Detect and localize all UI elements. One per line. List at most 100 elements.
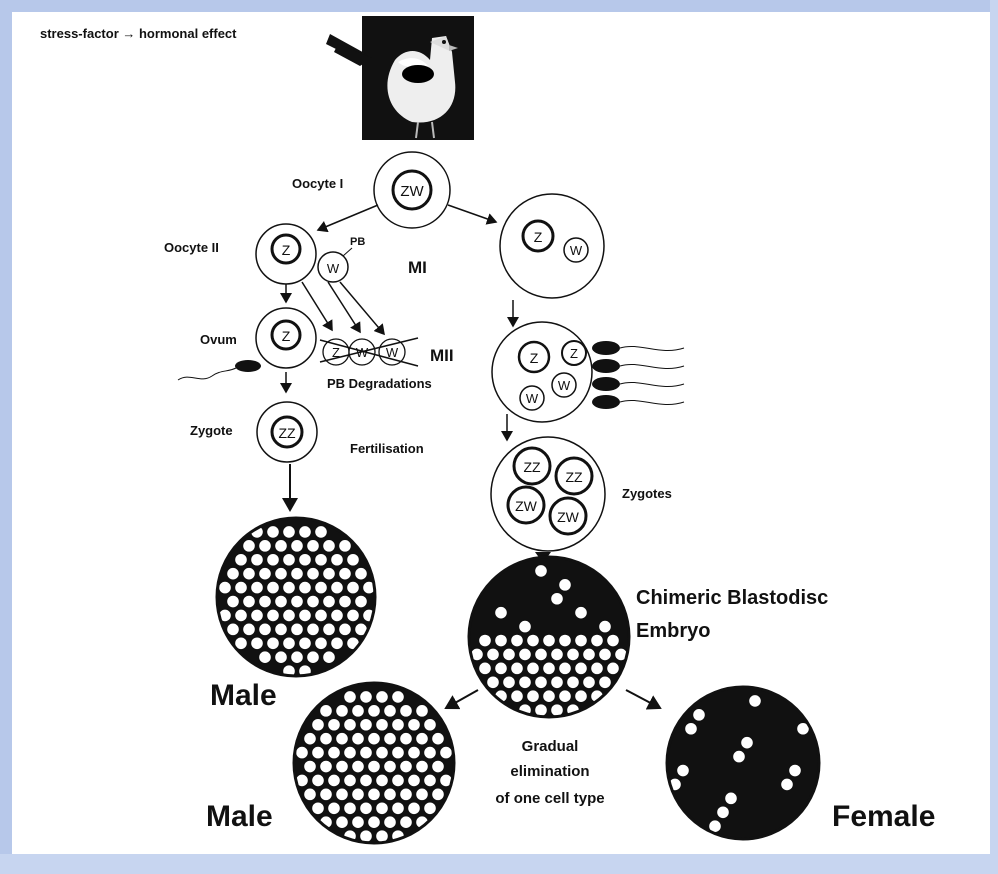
cell-white bbox=[275, 651, 288, 664]
cell-white bbox=[392, 774, 405, 787]
cell-white bbox=[323, 651, 336, 664]
cell-white bbox=[347, 553, 360, 566]
nucleus-zw: ZW bbox=[400, 183, 424, 200]
cell-white bbox=[392, 746, 405, 759]
chimeric-label-line1: Chimeric Blastodisc bbox=[636, 587, 828, 609]
arrow bbox=[318, 205, 378, 230]
cell-white bbox=[251, 581, 264, 594]
gradual-label-line1: Gradual bbox=[522, 738, 579, 755]
pb-degradations-label: PB Degradations bbox=[327, 376, 432, 391]
cell-white bbox=[352, 788, 365, 801]
cell-white bbox=[339, 595, 352, 608]
cell-white bbox=[487, 676, 500, 689]
cell-white bbox=[424, 774, 437, 787]
cell-white bbox=[384, 704, 397, 717]
cell-white bbox=[336, 704, 349, 717]
cell-white bbox=[408, 718, 421, 731]
cell-white bbox=[251, 637, 264, 650]
cell-white bbox=[243, 539, 256, 552]
cell-white bbox=[331, 581, 344, 594]
cell-white bbox=[328, 718, 341, 731]
cell-white bbox=[725, 792, 738, 805]
cell-white bbox=[323, 595, 336, 608]
cell-white bbox=[283, 637, 296, 650]
svg-text:Z: Z bbox=[570, 346, 578, 361]
cell-white bbox=[347, 609, 360, 622]
svg-text:W: W bbox=[570, 243, 583, 258]
cell-white bbox=[355, 595, 368, 608]
hen-image bbox=[362, 16, 474, 140]
cell-white bbox=[352, 816, 365, 829]
cell-white bbox=[495, 662, 508, 675]
cell-white bbox=[408, 774, 421, 787]
polar-body: W bbox=[318, 252, 348, 282]
nucleus-zz: ZZ bbox=[278, 425, 296, 441]
cell-white bbox=[267, 581, 280, 594]
cell-white bbox=[567, 676, 580, 689]
cell-white bbox=[376, 691, 389, 704]
cell-white bbox=[789, 764, 802, 777]
cell-white bbox=[344, 802, 357, 815]
oocyte-2-label: Oocyte II bbox=[164, 240, 219, 255]
cell-white bbox=[235, 609, 248, 622]
female-blastodisc bbox=[667, 687, 819, 839]
cell-white bbox=[677, 764, 690, 777]
cell-white bbox=[368, 788, 381, 801]
cell-white bbox=[440, 746, 453, 759]
svg-text:W: W bbox=[558, 378, 571, 393]
degraded-polar-bodies: Z W W bbox=[320, 338, 418, 366]
cell-white bbox=[733, 750, 746, 763]
cell-white bbox=[368, 760, 381, 773]
zygotes-label: Zygotes bbox=[622, 486, 672, 501]
cell-white bbox=[251, 609, 264, 622]
cell-white bbox=[559, 662, 572, 675]
cell-white bbox=[607, 662, 620, 675]
female-label: Female bbox=[832, 800, 935, 833]
cell-white bbox=[781, 778, 794, 791]
cell-white bbox=[352, 732, 365, 745]
cell-white bbox=[336, 760, 349, 773]
cell-white bbox=[575, 634, 588, 647]
cell-white bbox=[328, 802, 341, 815]
cell-white bbox=[368, 816, 381, 829]
cell-white bbox=[495, 606, 508, 619]
cell-white bbox=[432, 760, 445, 773]
cell-white bbox=[283, 526, 296, 539]
cell-white bbox=[259, 539, 272, 552]
cell-white bbox=[551, 592, 564, 605]
cell-white bbox=[685, 722, 698, 735]
svg-text:ZZ: ZZ bbox=[523, 459, 541, 475]
cell-white bbox=[339, 567, 352, 580]
oocyte-1-label: Oocyte I bbox=[292, 176, 343, 191]
cell-white bbox=[543, 690, 556, 703]
cell-white bbox=[320, 732, 333, 745]
cell-white bbox=[331, 553, 344, 566]
svg-text:Z: Z bbox=[534, 229, 543, 245]
cell-white bbox=[749, 695, 762, 708]
cell-white bbox=[323, 623, 336, 636]
cell-white bbox=[376, 774, 389, 787]
cell-white bbox=[360, 718, 373, 731]
oocyte-2-cell: Z bbox=[256, 224, 316, 284]
cell-white bbox=[400, 732, 413, 745]
cell-white bbox=[312, 774, 325, 787]
cell-white bbox=[243, 595, 256, 608]
cell-white bbox=[235, 581, 248, 594]
cell-white bbox=[384, 732, 397, 745]
cell-white bbox=[575, 662, 588, 675]
ovum-cell: Z bbox=[256, 308, 316, 368]
cell-white bbox=[320, 760, 333, 773]
cell-white bbox=[283, 581, 296, 594]
cell-white bbox=[479, 634, 492, 647]
cell-white bbox=[551, 676, 564, 689]
nucleus-z: Z bbox=[282, 328, 291, 344]
cell-white bbox=[328, 774, 341, 787]
zygotes-cell: ZZ ZZ ZW ZW bbox=[491, 437, 605, 551]
cell-white bbox=[416, 760, 429, 773]
cell-white bbox=[323, 567, 336, 580]
cell-white bbox=[291, 651, 304, 664]
nucleus-z: Z bbox=[282, 242, 291, 258]
cell-white bbox=[583, 648, 596, 661]
cell-white bbox=[535, 676, 548, 689]
